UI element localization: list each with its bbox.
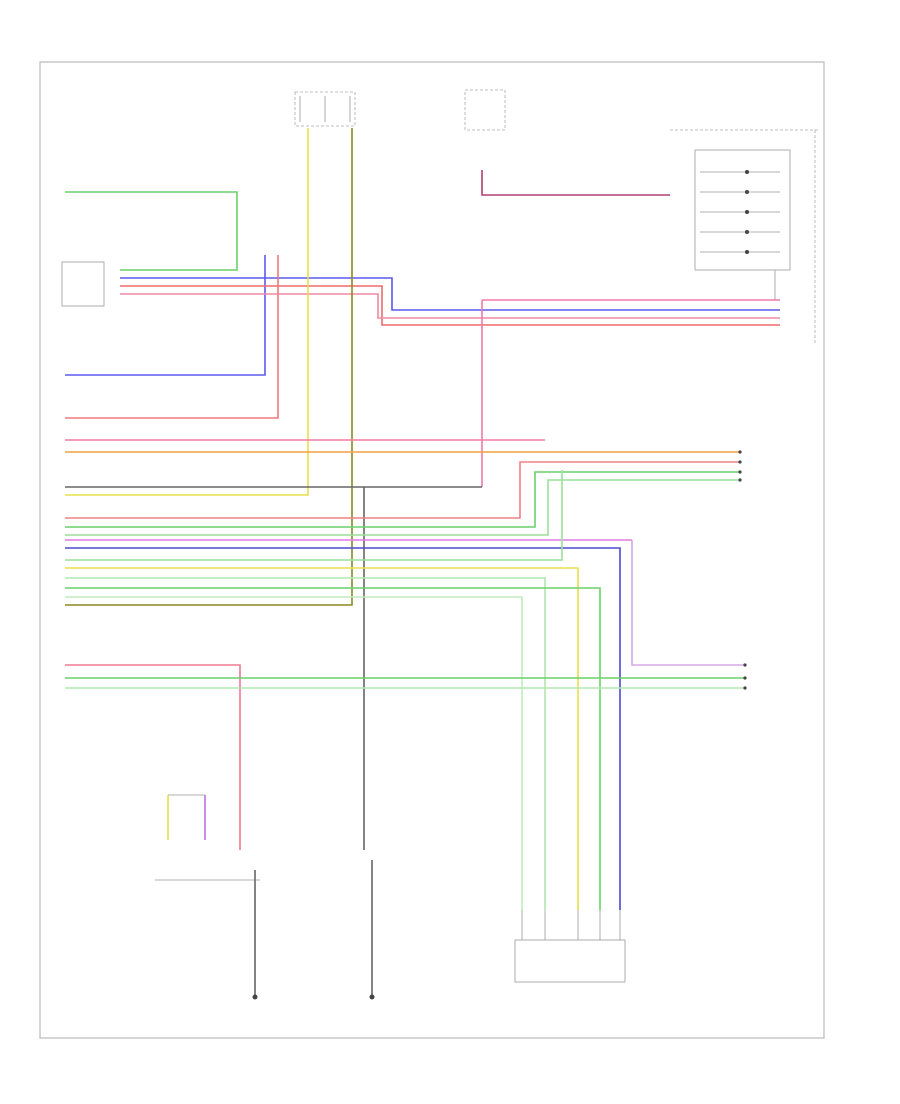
diagram-frame [39, 61, 825, 1039]
wire-light-green-1 [65, 470, 563, 561]
lamp-module [694, 149, 791, 271]
wire-yellow [65, 128, 309, 496]
wire-violet-right [631, 540, 745, 666]
ground-left-symbol [252, 994, 258, 1000]
connector-dots-right [738, 450, 747, 690]
fuse-block-top [294, 91, 356, 127]
wire-olive [65, 128, 353, 606]
wire-blue-left [65, 255, 266, 376]
wire-light-green-3 [65, 596, 523, 910]
wire-red-2 [65, 461, 740, 519]
wire-red-left [65, 255, 279, 419]
wire-green-2 [65, 471, 740, 528]
wire-green-3 [65, 479, 740, 536]
wire-navy [65, 547, 621, 910]
wire-green-4 [65, 587, 601, 910]
ground-middle-symbol [369, 994, 375, 1000]
switch-box-bottom-right [514, 939, 626, 983]
sensor-box-left [61, 261, 105, 307]
wire-blue [120, 277, 780, 311]
module-dots [745, 170, 749, 254]
wire-red [120, 285, 780, 326]
wire-red-bottom [65, 664, 241, 850]
fuse-block-right [464, 89, 506, 131]
wire-pink-top [120, 293, 780, 319]
wire-green-top [65, 191, 238, 271]
wire-light-green-2 [65, 577, 546, 910]
wire-yellow-2 [65, 567, 579, 910]
wire-wine-top [481, 170, 670, 196]
